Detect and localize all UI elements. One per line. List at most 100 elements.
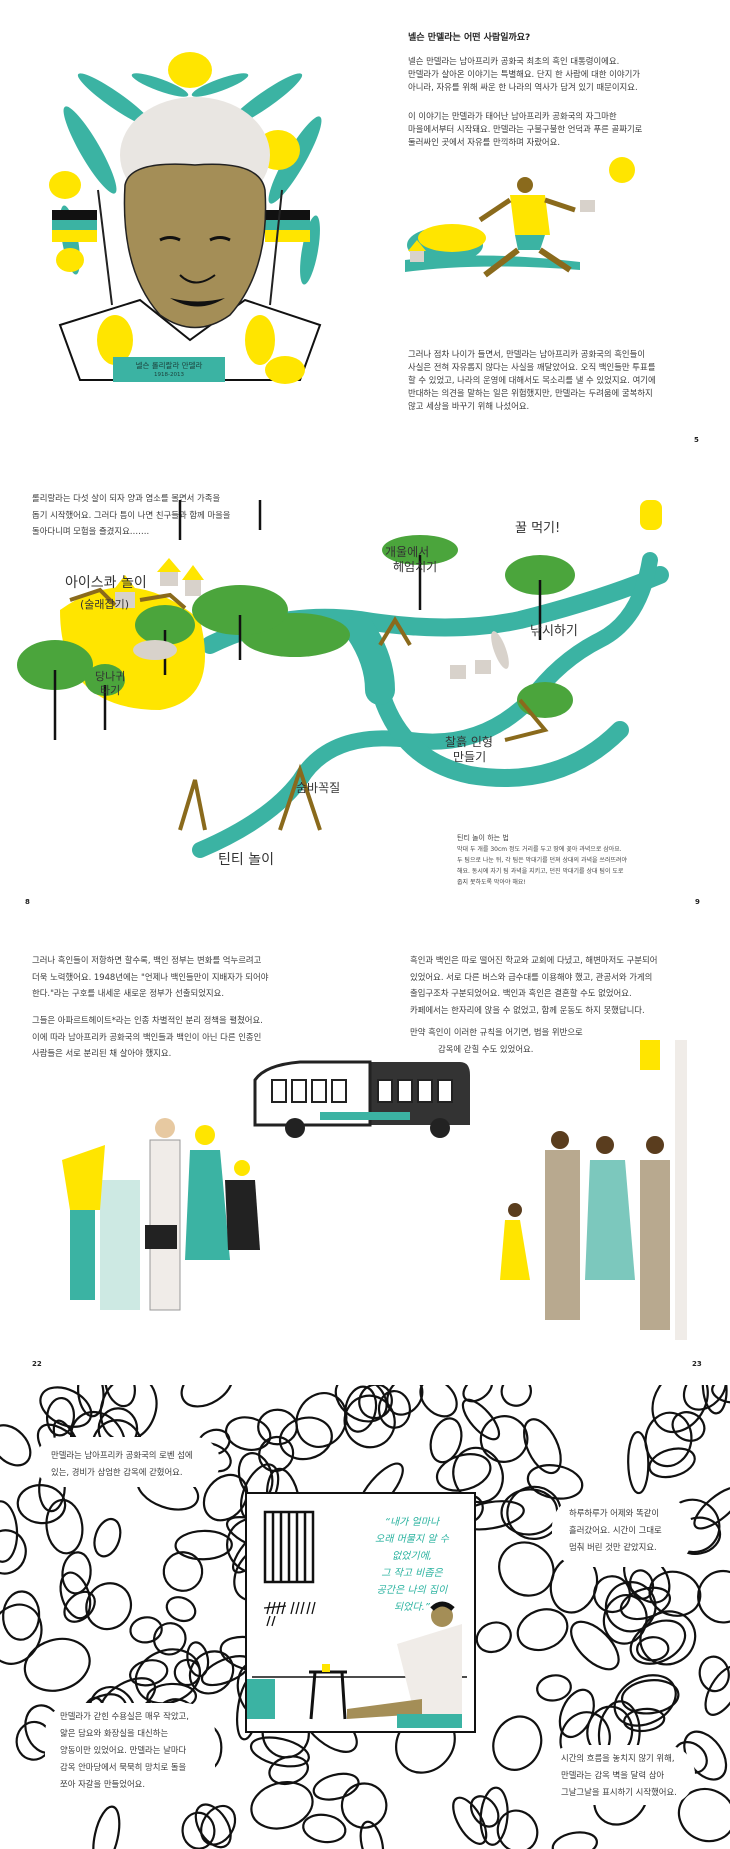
wire-loop	[45, 1396, 76, 1437]
text-line: 만델라는 감옥 벽을 달력 삼아	[561, 1770, 665, 1780]
text-line: 그들은 아파르트헤이트*라는 인종 차별적인 분리 정책을 펼쳤어요.	[32, 1015, 263, 1025]
wire-loop	[343, 1394, 396, 1449]
page-number-right: 9	[695, 898, 700, 906]
wire-loop	[59, 1571, 92, 1620]
label-fishing: 낚시하기	[530, 624, 578, 639]
wire-loop	[200, 1804, 237, 1846]
text-line: 하루하루가 어제와 똑같이	[569, 1508, 660, 1518]
text-line: 이 이야기는 만델라가 태어난 남아프리카 공화국의 자그마한	[408, 111, 617, 121]
text-box-bg	[545, 1745, 695, 1805]
wire-loop	[194, 1803, 232, 1849]
wire-loop	[698, 1655, 730, 1693]
label-ice-game: 아이스콰 놀이	[65, 575, 147, 591]
text-line: 않고 세상을 바꾸기 위해 나섰어요.	[408, 401, 530, 411]
text-box-bg	[35, 1437, 220, 1487]
label-line: 당나귀	[95, 670, 126, 683]
portrait-name-plate: 넬슨 롤리랄라 만델라 1918-2013	[113, 357, 225, 382]
text-line: 쪼아 자갈을 만들었어요.	[60, 1779, 146, 1789]
wire-loop	[162, 1551, 204, 1592]
wire-loop	[644, 1411, 693, 1468]
wire-loop	[302, 1813, 347, 1844]
wire-loop	[0, 1603, 43, 1665]
text-line: 돌아다니며 모험을 즐겼지요…….	[32, 526, 150, 536]
quote-line: “내가 얼마나	[384, 1517, 440, 1528]
text-line: 사실은 전혀 자유롭지 않다는 사실을 깨달았어요. 오직 백인들만 투표를	[408, 362, 656, 372]
wire-loop	[500, 1385, 532, 1407]
note-title: 틴티 놀이 하는 법	[457, 834, 509, 842]
wire-loop	[0, 1424, 32, 1467]
text-line: 시간의 흐름을 놓치지 않기 위해,	[561, 1753, 675, 1763]
label-hide-seek: 숨바꼭질	[296, 781, 341, 795]
text-line: 사람들은 서로 분리된 채 살아야 했지요.	[32, 1048, 172, 1058]
note-line: 두 팀으로 나눈 뒤, 각 팀은 막대기를 던져 상대의 과녁을 쓰러뜨려야	[457, 857, 628, 864]
text-line: 있는, 경비가 삼엄한 감옥에 갇혔어요.	[51, 1467, 183, 1477]
wire-loop	[516, 1608, 569, 1652]
wire-loop	[340, 1782, 388, 1829]
wire-loop	[602, 1594, 648, 1645]
wire-loop	[711, 1385, 730, 1404]
wire-loop	[435, 1453, 492, 1492]
label-line: 찰흙 인형	[445, 735, 493, 749]
wire-loop	[604, 1581, 657, 1633]
tree-icon	[17, 535, 575, 718]
wire-loop	[551, 1831, 598, 1849]
wire-loop	[334, 1385, 388, 1423]
segregation-illustration	[62, 1040, 687, 1340]
awakening-paragraph: 그러나 점차 나이가 들면서, 만델라는 남아프리카 공화국의 흑인들이 사실은…	[408, 348, 656, 413]
text-line: 만약 흑인이 이러한 규칙을 어기면, 법을 위반으로	[410, 1027, 583, 1037]
text-line: 만델라가 살아온 이야기는 특별해요. 단지 한 사람에 대한 이야기가	[408, 69, 640, 79]
apartheid-paragraph: 그들은 아파르트헤이트*라는 인종 차별적인 분리 정책을 펼쳤어요. 이에 따…	[32, 1012, 263, 1062]
wire-loop	[77, 1385, 105, 1418]
wire-loop	[174, 1529, 233, 1561]
wire-loop	[61, 1551, 92, 1595]
label-line: 헤엄치기	[393, 560, 438, 574]
wire-loop	[475, 1621, 512, 1654]
text-line: 흑인과 백인은 따로 떨어진 학교와 교회에 다녔고, 해변마저도 구분되어	[410, 955, 658, 965]
wire-loop	[224, 1416, 272, 1451]
text-line: 더욱 노력했어요. 1948년에는 "언제나 백인들만이 지배자가 되어야	[32, 971, 269, 982]
label-line: 만들기	[453, 750, 487, 764]
wire-loop	[45, 1498, 84, 1555]
text-line: 반대하는 의견을 말하는 일은 위험했지만, 만델라는 두려움에 굴복하지	[408, 388, 653, 398]
wire-loop	[419, 1385, 458, 1418]
wire-loop	[258, 1435, 295, 1473]
wire-loop	[682, 1385, 728, 1411]
text-line: 출입구조차 구분되었어요. 백인과 흑인은 결혼할 수도 없었어요.	[410, 988, 632, 998]
intro-paragraph: 넬슨 만델라는 남아프리카 공화국 최초의 흑인 대통령이에요. 만델라가 살아…	[408, 55, 640, 94]
wire-loop	[492, 1715, 543, 1771]
text-line: 얇은 담요와 화장실을 대신하는	[60, 1728, 169, 1738]
wire-loop	[429, 1417, 463, 1464]
wire-loop	[697, 1569, 730, 1624]
wire-loop	[627, 1430, 650, 1495]
childhood-paragraph: 롤리랄라는 다섯 살이 되자 양과 염소를 몰면서 가족을 돕기 시작했어요. …	[32, 490, 231, 540]
wire-loop	[23, 1637, 91, 1692]
wire-loop	[16, 1484, 67, 1525]
text-line: 롤리랄라는 다섯 살이 되자 양과 염소를 몰면서 가족을	[32, 493, 221, 503]
note-line: 막대 두 개를 30cm 정도 거리를 두고 땅에 꽂아 과녁으로 삼아요.	[457, 846, 622, 853]
text-line: 있었어요. 서로 다른 버스와 급수대를 이용해야 했고, 관공서와 가게의	[410, 971, 653, 982]
quote-line: 공간은 나의 집이	[376, 1585, 448, 1596]
text-line: 마을에서부터 시작돼요. 만델라는 구불구불한 언덕과 푸른 골짜기로	[408, 124, 643, 134]
wire-loop	[536, 1674, 572, 1702]
wire-loop	[452, 1446, 504, 1504]
label-line: 개울에서	[385, 545, 430, 559]
wire-loop	[693, 1486, 730, 1530]
wire-loop	[677, 1787, 730, 1843]
quote-line: 없었기에,	[391, 1551, 432, 1562]
wire-loop	[0, 1500, 19, 1563]
wire-loop	[312, 1772, 360, 1801]
cell-description-text: 만델라가 갇힌 수용실은 매우 작았고, 얇은 담요와 화장실을 대신하는 양동…	[60, 1708, 189, 1793]
wire-loop	[129, 1659, 169, 1687]
bus-icon	[253, 1060, 470, 1138]
label-line: 타기	[100, 684, 121, 697]
law-paragraph: 만약 흑인이 이러한 규칙을 어기면, 법을 위반으로 감옥에 갇힐 수도 있었…	[410, 1024, 583, 1058]
text-line: 멈춰 버린 것만 같았지요.	[569, 1542, 657, 1552]
prison-cell-illustration	[247, 1510, 467, 1728]
wire-loop	[2, 1590, 41, 1641]
wire-loop	[173, 1658, 202, 1687]
wire-loop	[358, 1385, 393, 1420]
wire-loop	[386, 1385, 424, 1416]
wire-loop	[498, 1541, 555, 1597]
wire-loop	[129, 1616, 163, 1644]
